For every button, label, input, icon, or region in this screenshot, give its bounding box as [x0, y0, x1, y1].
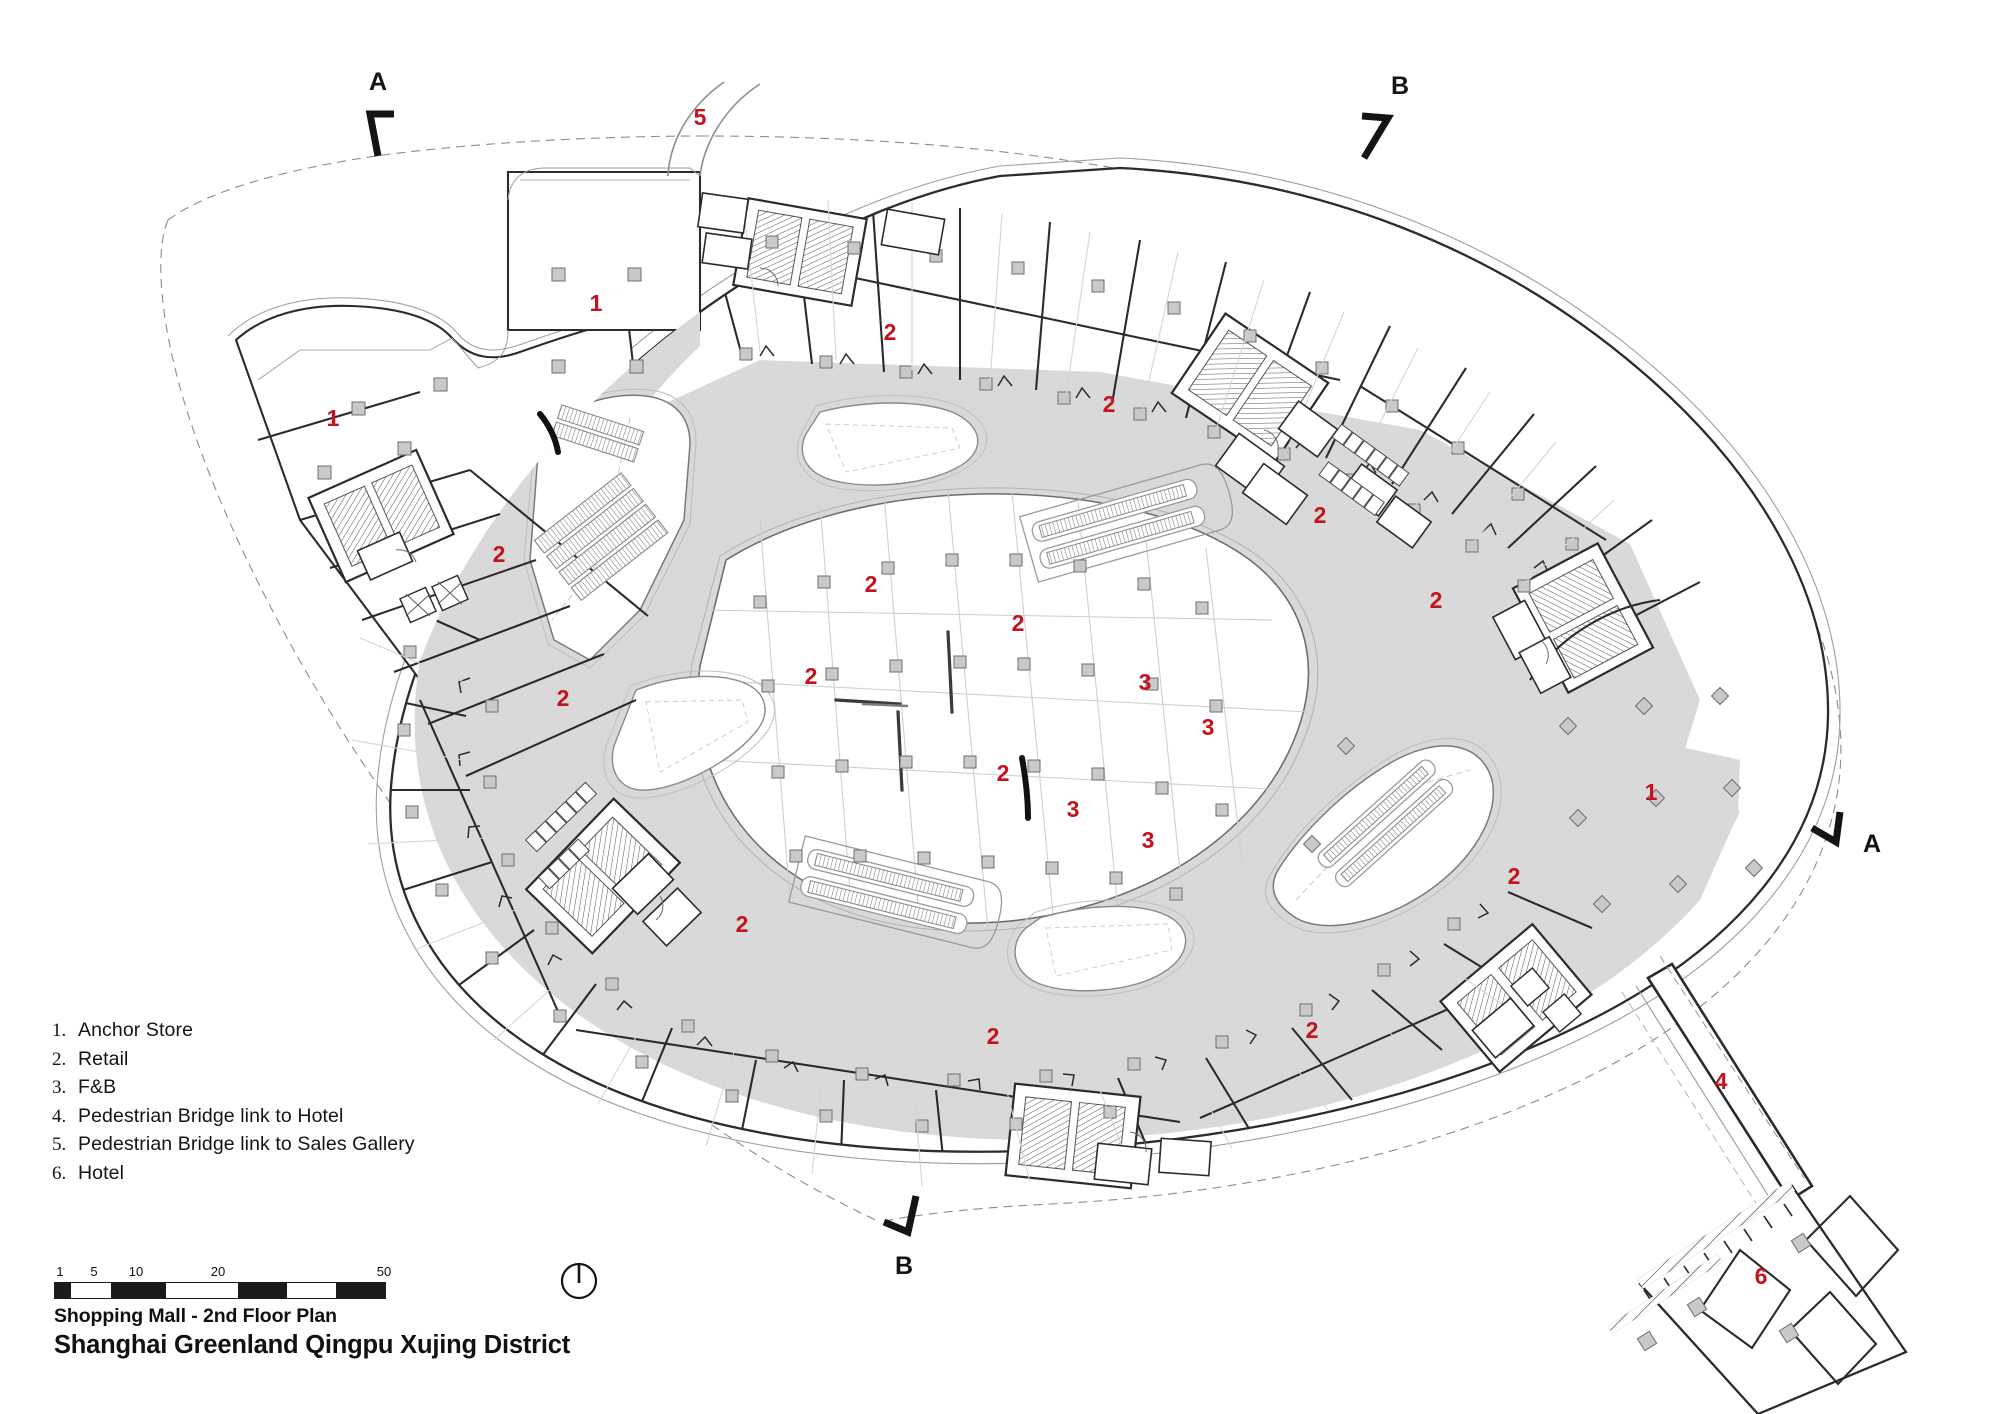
scale-tick-labels: 1 5 10 20 50	[54, 1264, 394, 1282]
room-number-label: 4	[1715, 1068, 1728, 1094]
room-number-label: 3	[1142, 827, 1155, 853]
room-number-label: 3	[1202, 714, 1215, 740]
legend-number: 6.	[52, 1162, 67, 1184]
hotel-block	[1607, 1181, 1908, 1414]
drawing-title: Shanghai Greenland Qingpu Xujing Distric…	[54, 1331, 571, 1359]
legend-label: Hotel	[78, 1161, 125, 1184]
legend-item: 1. Anchor Store	[52, 1019, 472, 1042]
room-number-label: 2	[1430, 587, 1443, 613]
legend-number: 4.	[52, 1105, 67, 1127]
legend: 1. Anchor Store 2. Retail 3. F&B 4. Pede…	[52, 1019, 472, 1190]
escalator-east	[1317, 759, 1454, 888]
scale-segment	[237, 1283, 287, 1298]
scale-segment	[165, 1283, 238, 1298]
north-arrow-icon	[560, 1262, 598, 1300]
room-number-label: 2	[805, 663, 818, 689]
section-letter-B-top: B	[1391, 72, 1409, 100]
room-number-labels: 1 1 5 2 2 2 2 2 2 2 2 2 3 3 2 3 3 1 2 2 2 2 4 6	[327, 104, 1768, 1289]
back-of-house-blocks	[356, 192, 1583, 1186]
room-number-label: 2	[1314, 502, 1327, 528]
east-core	[1511, 541, 1655, 695]
room-number-label: 1	[590, 290, 603, 316]
room-number-label: 2	[736, 911, 749, 937]
door-swings	[395, 267, 1549, 1153]
section-marker-A-top: A	[365, 68, 394, 157]
scale-segment	[335, 1283, 386, 1298]
room-number-label: 2	[493, 541, 506, 567]
scale-bar: 1 5 10 20 50	[54, 1264, 394, 1299]
legend-item: 4. Pedestrian Bridge link to Hotel	[52, 1105, 472, 1128]
drawing-subtitle: Shopping Mall - 2nd Floor Plan	[54, 1305, 337, 1327]
west-core	[306, 448, 456, 584]
room-number-label: 1	[1645, 779, 1658, 805]
scale-segment	[55, 1283, 71, 1298]
legend-label: Pedestrian Bridge link to Hotel	[78, 1104, 344, 1127]
legend-label: Retail	[78, 1047, 129, 1070]
scale-bar-segments	[54, 1282, 386, 1299]
scale-tick-label: 10	[128, 1264, 144, 1279]
escalator-direction-marks	[537, 411, 1031, 821]
legend-number: 2.	[52, 1048, 67, 1070]
room-number-label: 2	[1306, 1017, 1319, 1043]
room-number-label: 2	[987, 1023, 1000, 1049]
room-number-label: 2	[865, 571, 878, 597]
legend-label: F&B	[78, 1076, 117, 1098]
room-number-label: 6	[1755, 1263, 1768, 1289]
room-number-label: 2	[997, 760, 1010, 786]
legend-item: 6. Hotel	[52, 1162, 472, 1185]
section-marker-B-top: B	[1360, 72, 1409, 160]
legend-item: 2. Retail	[52, 1048, 472, 1071]
section-letter-B-bottom: B	[895, 1252, 913, 1280]
escalator-north	[1018, 463, 1234, 583]
room-number-label: 2	[1508, 863, 1521, 889]
escalator-south	[788, 835, 1003, 949]
scale-tick-label: 20	[210, 1264, 226, 1279]
lease-lines	[351, 199, 1615, 1187]
room-number-label: 1	[327, 405, 340, 431]
scale-segment	[70, 1283, 112, 1298]
escalator-northwest	[533, 471, 669, 602]
column-grid	[317, 235, 1764, 1133]
room-number-label: 2	[1103, 391, 1116, 417]
room-number-label: 2	[884, 319, 897, 345]
pedestrian-bridge-sales-gallery	[667, 81, 761, 177]
room-number-label: 3	[1067, 796, 1080, 822]
scale-segment	[286, 1283, 336, 1298]
scale-tick-label: 50	[376, 1264, 392, 1279]
section-marker-A-right: A	[1810, 811, 1881, 858]
legend-label: Anchor Store	[78, 1019, 194, 1041]
scale-segment	[111, 1283, 166, 1298]
escalator-northwest-upper	[551, 404, 645, 463]
section-letter-A-right: A	[1863, 830, 1881, 858]
title-block: Shopping Mall - 2nd Floor Plan Shanghai …	[54, 1305, 570, 1360]
room-number-label: 5	[694, 104, 707, 130]
pedestrian-bridge-hotel	[1621, 955, 1814, 1217]
legend-label: Pedestrian Bridge link to Sales Gallery	[78, 1133, 415, 1155]
section-marker-B-bottom: B	[882, 1195, 920, 1280]
storefront-jogs	[458, 344, 1597, 1091]
section-letter-A-top: A	[369, 68, 387, 96]
room-number-label: 2	[1012, 610, 1025, 636]
room-number-label: 3	[1139, 669, 1152, 695]
tenancy-islands	[523, 388, 1502, 997]
legend-number: 5.	[52, 1134, 67, 1155]
scale-tick-label: 1	[56, 1264, 64, 1279]
scale-tick-label: 5	[90, 1264, 98, 1279]
legend-item: 3. F&B	[52, 1076, 472, 1099]
legend-item: 5. Pedestrian Bridge link to Sales Galle…	[52, 1133, 472, 1156]
legend-number: 3.	[52, 1077, 67, 1098]
legend-number: 1.	[52, 1020, 67, 1041]
room-number-label: 2	[557, 685, 570, 711]
